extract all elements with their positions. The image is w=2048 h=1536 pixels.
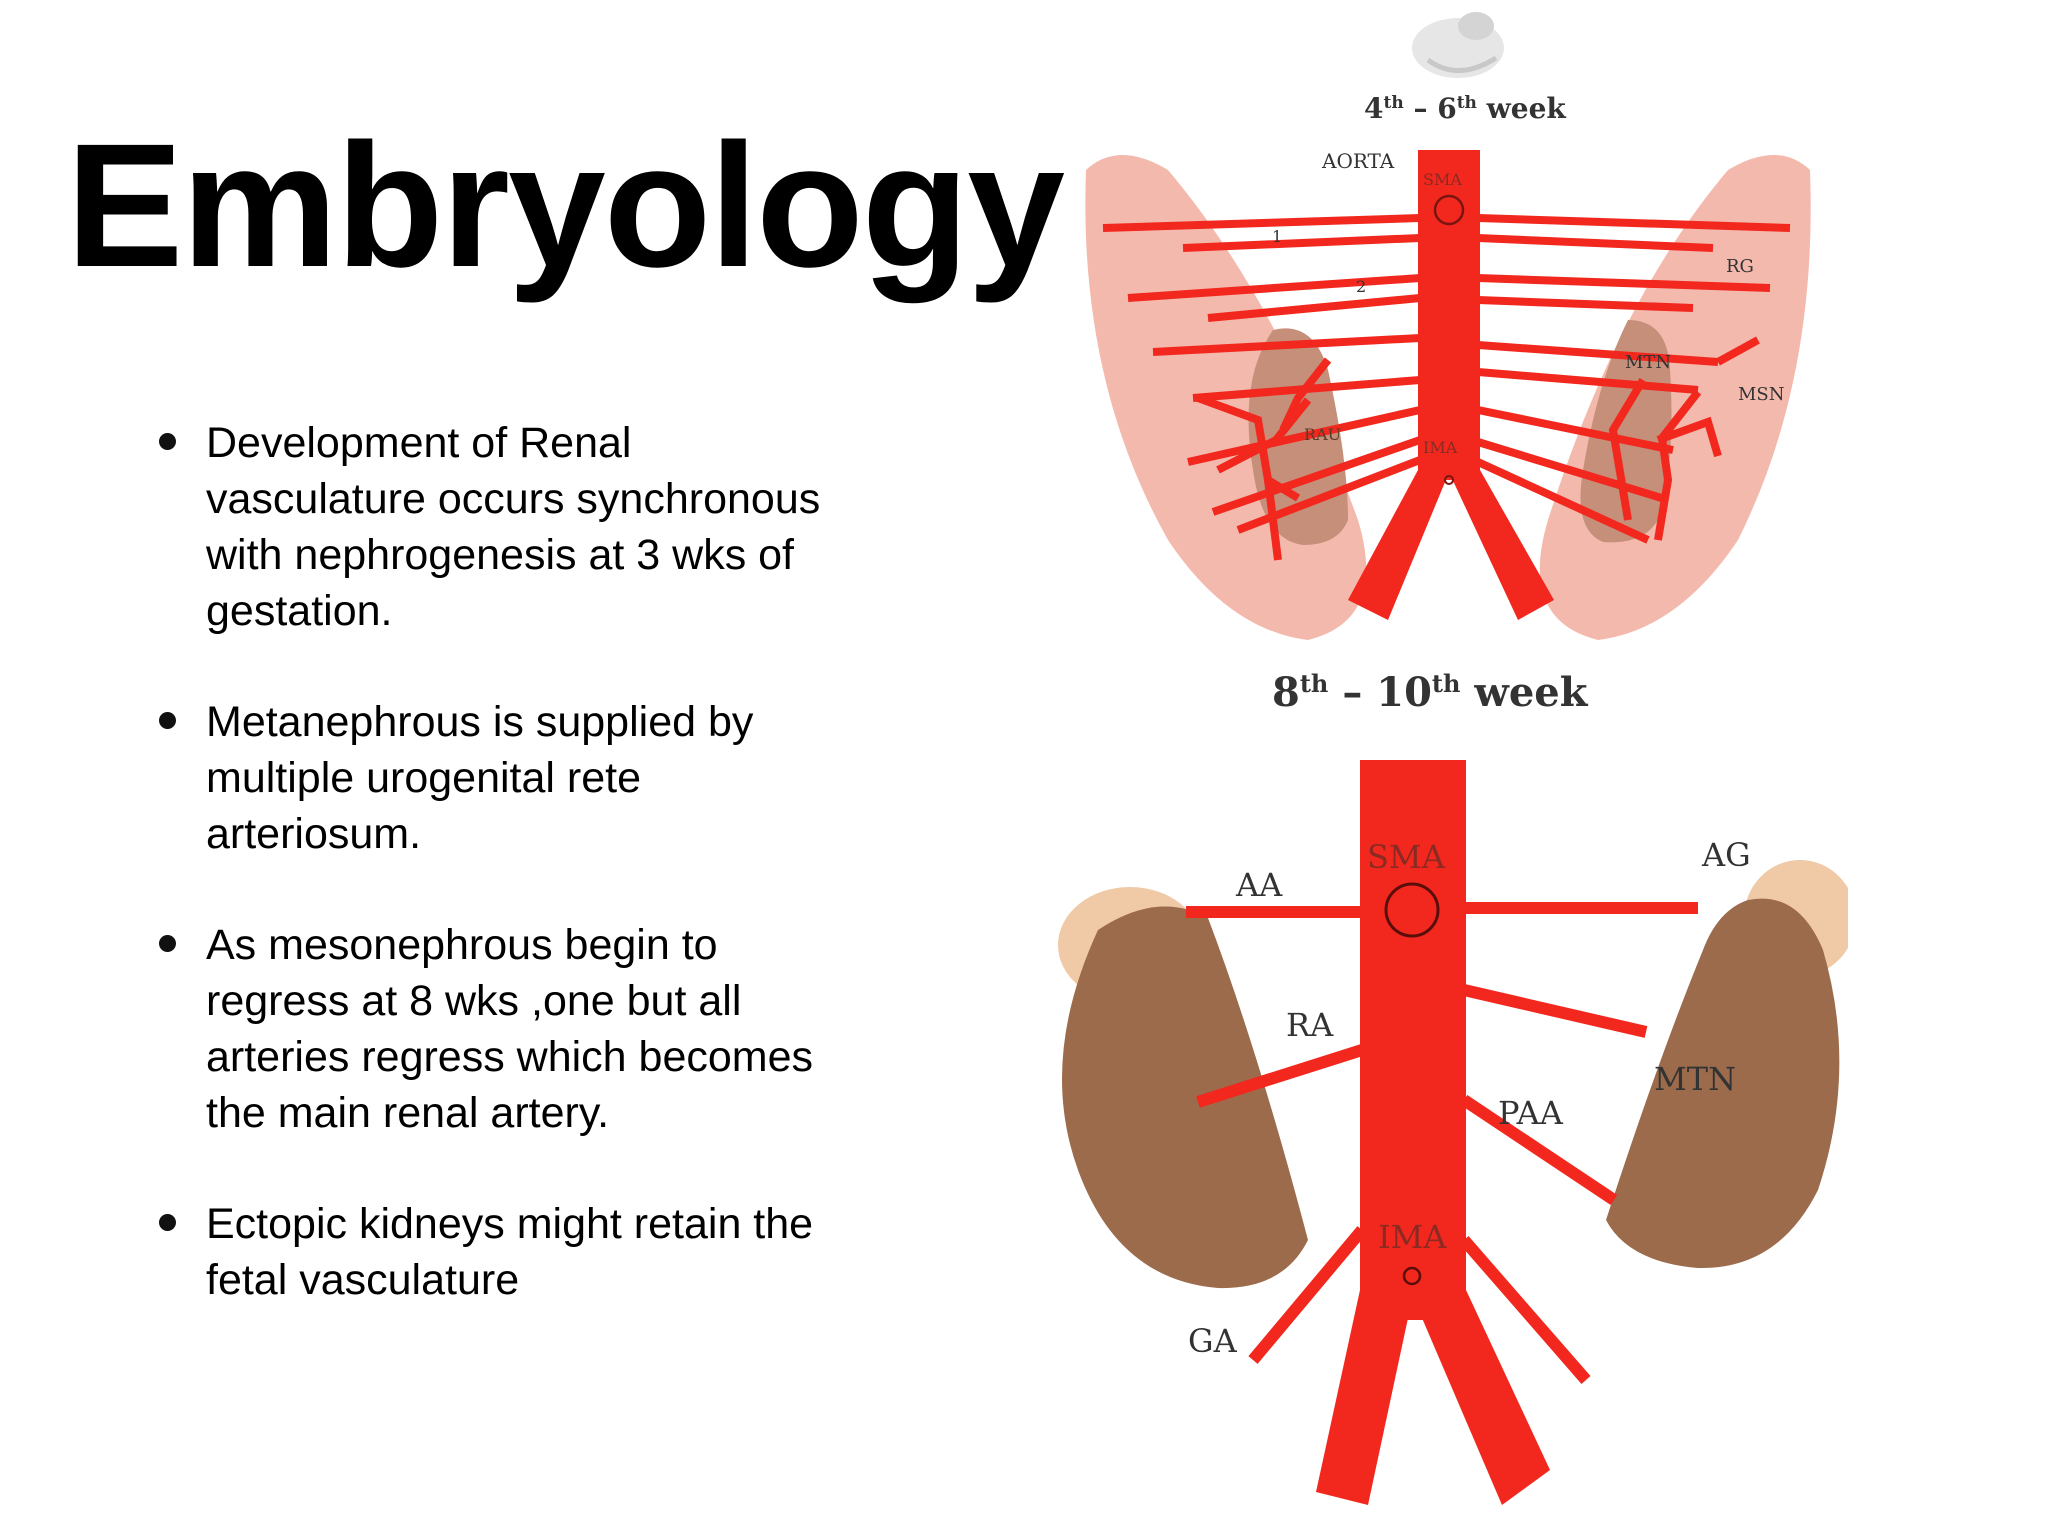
right-kidney <box>1606 898 1840 1269</box>
top-aorta <box>1348 150 1554 620</box>
top-stage-label: 4th – 6th week <box>1364 92 1566 125</box>
bottom-stage-label: 8th – 10th week <box>1272 669 1589 716</box>
top-label-rg: RG <box>1726 256 1754 277</box>
bottom-branches <box>1186 902 1698 1384</box>
embryo-sketch-icon <box>1412 12 1504 78</box>
top-label-msn: MSN <box>1738 384 1785 405</box>
right-metanephros <box>1580 320 1672 543</box>
top-label-num2: 2 <box>1356 277 1366 296</box>
bullet-list: Development of Renal vasculature occurs … <box>155 415 835 1363</box>
bottom-sma-circle <box>1384 882 1440 938</box>
bullet-dot-icon <box>159 712 176 729</box>
bottom-label-ga: GA <box>1188 1322 1238 1360</box>
bottom-aorta <box>1316 760 1550 1505</box>
bottom-label-paa: PAA <box>1498 1094 1564 1132</box>
vasculature-diagram: 4th – 6th week <box>1058 12 1848 1505</box>
bottom-label-mtn: MTN <box>1654 1060 1736 1098</box>
top-label-sma: SMA <box>1423 170 1462 189</box>
bottom-ima-circle <box>1402 1266 1422 1286</box>
bullet-dot-icon <box>159 1214 176 1231</box>
bottom-label-sma: SMA <box>1367 838 1446 876</box>
bullet-item: Ectopic kidneys might retain the fetal v… <box>155 1196 835 1308</box>
top-label-ima: IMA <box>1423 438 1458 457</box>
slide-title: Embryology <box>66 108 1065 304</box>
bottom-label-ima: IMA <box>1378 1218 1447 1256</box>
top-label-num1: 1 <box>1272 227 1282 246</box>
bottom-label-aa: AA <box>1235 866 1283 904</box>
bottom-label-ra: RA <box>1286 1006 1334 1044</box>
bullet-dot-icon <box>159 935 176 952</box>
bullet-item: Metanephrous is supplied by multiple uro… <box>155 694 835 862</box>
bullet-text: Metanephrous is supplied by multiple uro… <box>206 698 754 858</box>
bullet-item: As mesonephrous begin to regress at 8 wk… <box>155 917 835 1141</box>
bullet-text: Ectopic kidneys might retain the fetal v… <box>206 1200 814 1304</box>
bullet-dot-icon <box>159 433 176 450</box>
top-label-mtn: MTN <box>1625 352 1671 373</box>
top-label-rau: RAU <box>1304 425 1341 444</box>
top-ima-circle <box>1444 475 1454 485</box>
bullet-text: Development of Renal vasculature occurs … <box>206 419 821 635</box>
top-rete-branches <box>1102 214 1791 561</box>
top-label-aorta: AORTA <box>1321 149 1395 173</box>
renal-vasculature-figure: 4th – 6th week <box>1058 0 1848 1536</box>
bullet-item: Development of Renal vasculature occurs … <box>155 415 835 639</box>
left-kidney <box>1062 906 1308 1289</box>
top-labels: AORTA SMA IMA RG MTN MSN RAU 1 2 <box>1272 149 1785 457</box>
bullet-text: As mesonephrous begin to regress at 8 wk… <box>206 921 814 1137</box>
bottom-labels: SMA IMA AA AG RA PAA MTN GA <box>1188 836 1751 1360</box>
top-sma-circle <box>1433 194 1465 226</box>
bottom-label-ag: AG <box>1701 836 1751 874</box>
